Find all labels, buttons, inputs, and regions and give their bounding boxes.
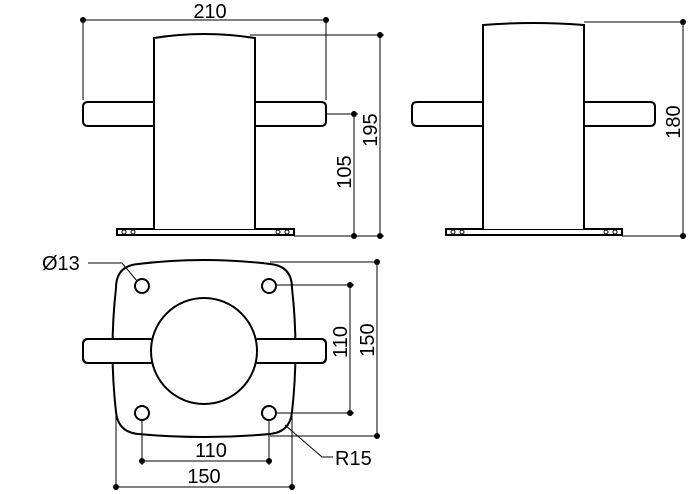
hole-diameter-label: Ø13: [42, 253, 80, 275]
front-arm-height-label: 105: [334, 155, 356, 188]
mounting-hole-top-left: [134, 278, 150, 294]
front-height-dimension: 195: [250, 32, 384, 239]
side-base-plate: [445, 228, 623, 236]
front-width-label: 210: [193, 1, 226, 23]
top-plate-width-dimension: 150: [113, 412, 295, 490]
side-height-label: 180: [663, 105, 685, 138]
front-base-plate: [116, 228, 295, 236]
mounting-hole-bottom-left: [134, 405, 150, 421]
side-right-arm: [584, 101, 656, 127]
top-view: Ø13 110 150 110: [42, 253, 380, 490]
top-plate-width-label: 150: [187, 466, 220, 488]
front-right-arm: [255, 101, 327, 127]
side-height-dimension: 180: [584, 19, 686, 239]
top-plate-height-dimension: 150: [270, 259, 380, 439]
front-post: [153, 33, 256, 229]
mounting-hole-bottom-right: [261, 405, 277, 421]
top-hole-spacing-h-label: 110: [195, 440, 227, 462]
front-arm-height-dimension: 105: [327, 111, 358, 239]
side-left-arm: [411, 101, 483, 127]
top-plate-height-label: 150: [357, 323, 379, 356]
top-hole-spacing-v-dimension: 110: [276, 282, 354, 416]
corner-radius-label: R15: [335, 448, 372, 470]
hole-diameter-callout: Ø13: [42, 253, 138, 282]
front-left-arm: [82, 101, 154, 127]
top-hole-spacing-h-dimension: 110: [139, 420, 272, 465]
mounting-hole-top-right: [261, 278, 277, 294]
side-view: 180: [411, 19, 686, 239]
corner-radius-callout: R15: [284, 424, 372, 470]
front-height-label: 195: [360, 113, 382, 146]
side-post: [482, 22, 585, 229]
top-hole-spacing-v-label: 110: [330, 326, 352, 358]
front-width-dimension: 210: [80, 1, 329, 100]
top-post-circle: [150, 297, 258, 405]
front-view: 210 195 105: [80, 1, 384, 239]
